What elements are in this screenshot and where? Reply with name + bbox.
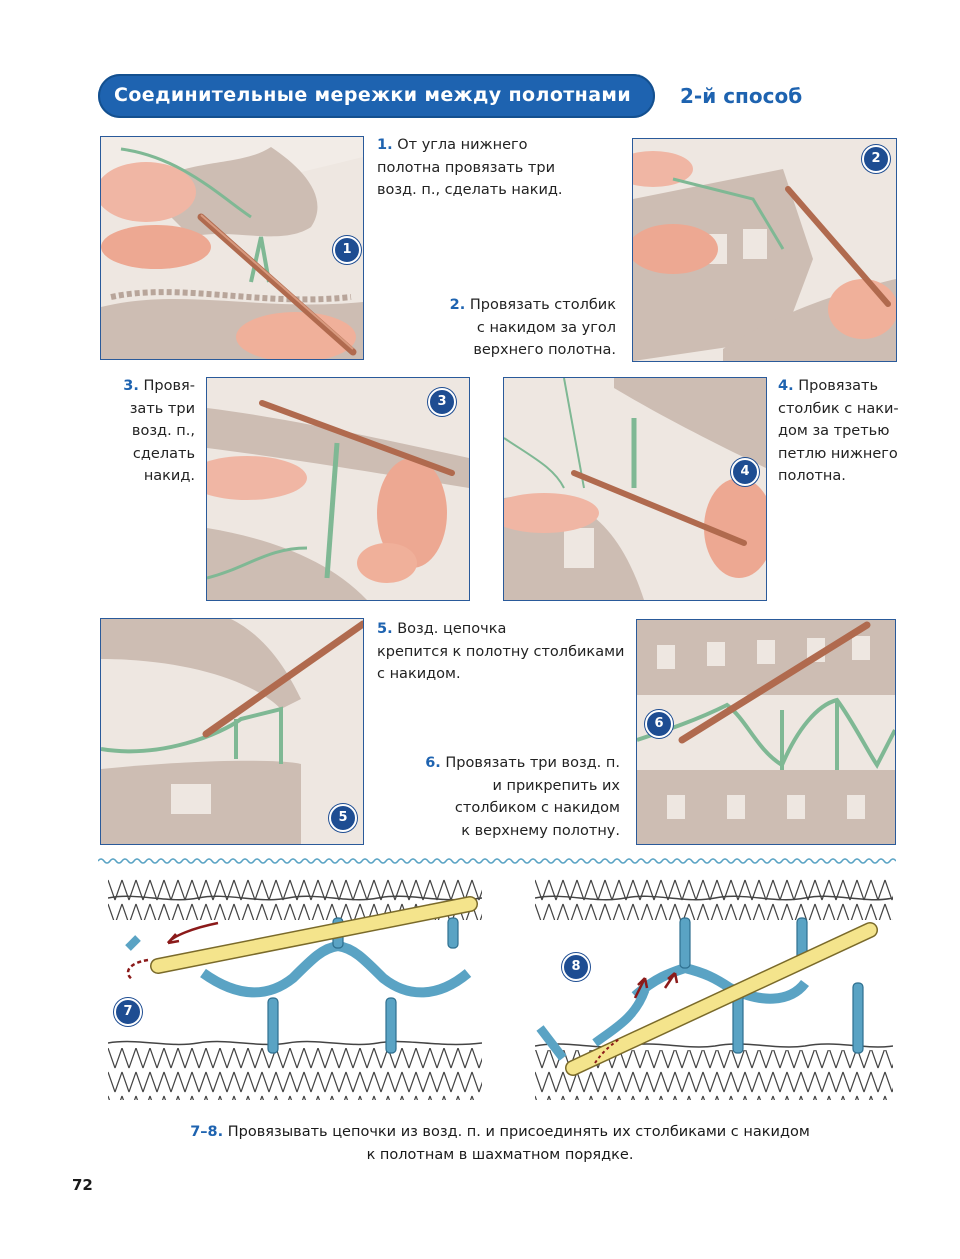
caption-step-3: 3. Провя- зать три возд. п., сделать нак… (123, 378, 195, 484)
badge-6: 6 (645, 710, 673, 738)
photo-step-6 (636, 619, 896, 845)
caption-step-2: 2. Провязать столбик с накидом за угол в… (449, 297, 616, 358)
badge-5: 5 (329, 804, 357, 832)
caption-step-4: 4. Провязать столбик с наки- дом за трет… (778, 378, 899, 484)
caption-steps-7-8: 7–8. Провязывать цепочки из возд. п. и п… (190, 1124, 810, 1163)
method-label: 2-й способ (680, 84, 803, 108)
photo-step-2 (632, 138, 897, 362)
page-number: 72 (72, 1176, 93, 1194)
badge-4: 4 (731, 458, 759, 486)
caption-step-6: 6. Провязать три возд. п. и прикрепить и… (425, 755, 620, 839)
photo-step-3 (206, 377, 470, 601)
caption-step-1: 1. От угла нижнего полотна провязать три… (377, 137, 563, 198)
diagram-step-8 (535, 878, 893, 1100)
badge-2: 2 (862, 145, 890, 173)
photo-step-1 (100, 136, 364, 360)
photo-step-4 (503, 377, 767, 601)
badge-3: 3 (428, 388, 456, 416)
photo-step-5 (100, 618, 364, 845)
diagram-step-7 (108, 878, 482, 1100)
page-title: Соединительные мережки между полотнами (114, 84, 632, 106)
wavy-divider (98, 858, 896, 864)
title-banner (98, 74, 655, 118)
caption-step-5: 5. Возд. цепочка крепится к полотну стол… (377, 621, 625, 682)
badge-1: 1 (333, 236, 361, 264)
badge-7: 7 (114, 998, 142, 1026)
badge-8: 8 (562, 953, 590, 981)
